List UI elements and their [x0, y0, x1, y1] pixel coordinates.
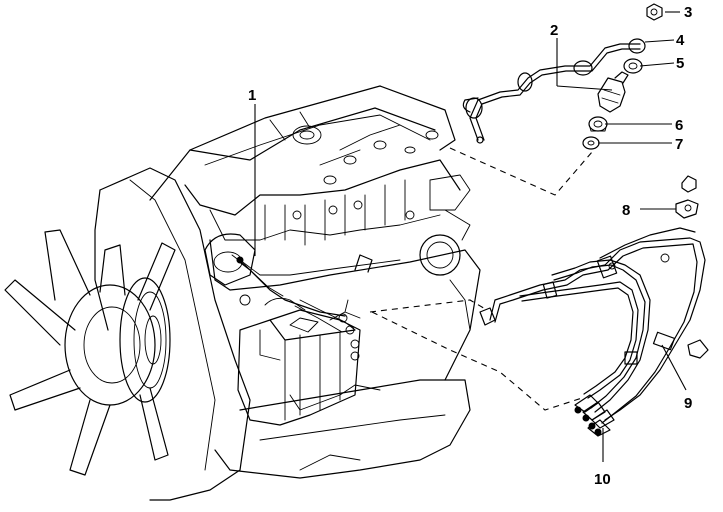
callout-4: 4	[676, 32, 685, 49]
washer-5	[623, 58, 643, 74]
callout-1: 1	[248, 87, 256, 104]
callout-7: 7	[675, 136, 683, 153]
callout-8: 8	[622, 202, 630, 219]
clamp-8	[675, 175, 699, 219]
callout-2: 2	[550, 22, 558, 39]
callout-labels: 1 2 3 4 5 6 7 8 9 10	[248, 4, 692, 488]
engine-fuel-pipes	[231, 254, 356, 333]
injection-pipe-upper	[462, 38, 646, 144]
assembly-dashed-lines	[369, 147, 593, 411]
engine-block	[94, 85, 481, 501]
nut-3	[646, 3, 663, 21]
injector-nozzle	[597, 71, 629, 113]
washer-7	[582, 136, 600, 150]
callout-5: 5	[676, 55, 684, 72]
callout-3: 3	[684, 4, 692, 21]
injection-pump	[237, 294, 381, 426]
callout-10: 10	[594, 471, 611, 488]
leader-lines	[254, 11, 687, 462]
callout-6: 6	[675, 117, 683, 134]
injection-pipe-set-lower	[479, 227, 709, 437]
callout-9: 9	[684, 395, 692, 412]
seat-6	[588, 116, 608, 132]
cooling-fan	[4, 229, 176, 476]
